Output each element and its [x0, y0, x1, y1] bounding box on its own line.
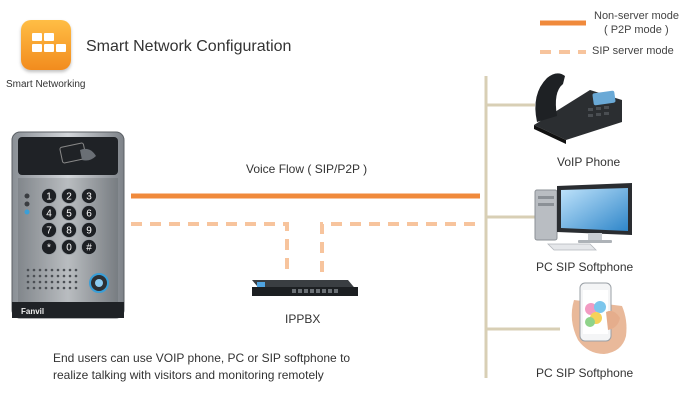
speaker-grille — [26, 268, 78, 290]
keypad-key-label: 8 — [66, 226, 72, 237]
caption-line-1: End users can use VOIP phone, PC or SIP … — [53, 351, 351, 365]
voip-phone-label: VoIP Phone — [557, 155, 621, 169]
voip-phone-device — [534, 73, 622, 144]
keypad-key-label: 9 — [86, 226, 92, 237]
voice-flow-label: Voice Flow ( SIP/P2P ) — [246, 162, 368, 176]
keypad-key-label: 6 — [86, 209, 92, 220]
keypad-key-label: 3 — [86, 192, 92, 203]
keypad-key: # — [81, 239, 97, 255]
keypad-key: 9 — [81, 222, 97, 238]
mobile-phone-device — [571, 282, 627, 354]
keypad-key-label: 4 — [46, 209, 52, 220]
ippbx-label: IPPBX — [285, 312, 321, 326]
description-caption: End users can use VOIP phone, PC or SIP … — [53, 350, 350, 384]
legend-dashed-label: SIP server mode — [592, 45, 674, 57]
keypad-key-label: 0 — [66, 243, 72, 254]
logo-grid-cell — [32, 33, 42, 41]
keypad-key-label: 2 — [66, 192, 72, 203]
keypad-key: 5 — [61, 205, 77, 221]
keypad-key: 8 — [61, 222, 77, 238]
logo-grid-cell — [56, 44, 66, 52]
logo-grid-cell — [32, 44, 42, 52]
keypad-key: * — [41, 239, 57, 255]
keypad-key-label: 1 — [46, 192, 52, 203]
door-keypad: 1 2 3 4 5 6 7 8 9 * 0 # — [41, 188, 97, 255]
logo-grid-cell — [44, 33, 54, 41]
legend-solid-label-line2: ( P2P mode ) — [604, 24, 669, 36]
keypad-key: 1 — [41, 188, 57, 204]
keypad-key-label: * — [47, 243, 51, 254]
pc-device — [534, 183, 632, 251]
keypad-key: 2 — [61, 188, 77, 204]
pc-softphone-label: PC SIP Softphone — [536, 260, 634, 274]
sip-path-to-pbx — [131, 222, 289, 272]
keypad-key: 3 — [81, 188, 97, 204]
page-title: Smart Network Configuration — [86, 38, 292, 55]
ippbx-device — [252, 280, 358, 296]
door-brand-label: Fanvil — [21, 307, 44, 316]
keypad-key-label: 5 — [66, 209, 72, 220]
keypad-key-label: # — [86, 243, 92, 254]
caption-line-2: realize talking with visitors and monito… — [53, 368, 324, 382]
logo-grid-cell — [44, 44, 54, 52]
keypad-key: 0 — [61, 239, 77, 255]
mobile-softphone-label: PC SIP Softphone — [536, 366, 634, 380]
keypad-key: 6 — [81, 205, 97, 221]
logo-caption: Smart Networking — [6, 79, 86, 90]
sip-path-from-pbx — [320, 222, 480, 272]
keypad-key: 4 — [41, 205, 57, 221]
keypad-key: 7 — [41, 222, 57, 238]
keypad-key-label: 7 — [46, 226, 52, 237]
legend-solid-label-line1: Non-server mode — [594, 10, 679, 22]
smart-networking-logo — [21, 20, 71, 70]
